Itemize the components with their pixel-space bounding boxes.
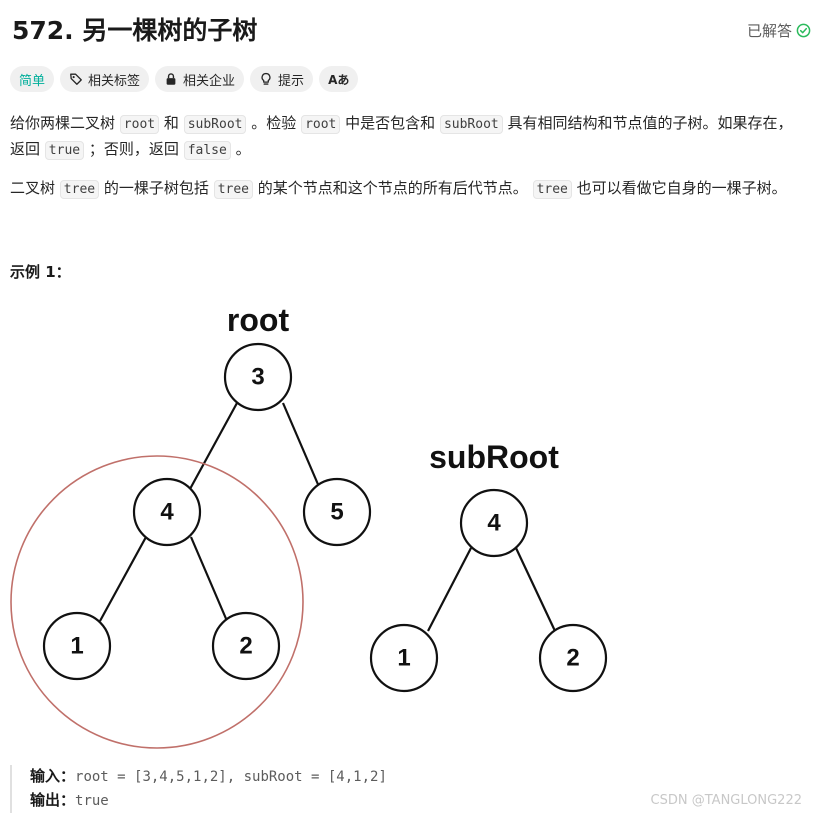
check-circle-icon: [796, 23, 811, 38]
tree-node: [538, 623, 608, 693]
root-tree-label: root: [227, 302, 290, 338]
code-tree: tree: [532, 180, 572, 199]
lock-icon: [166, 73, 176, 85]
description-paragraph-1: 给你两棵二叉树 root 和 subRoot 。检验 root 中是否包含和 s…: [10, 111, 805, 163]
node-value: 4: [160, 499, 174, 526]
node-value: 4: [487, 510, 501, 537]
output-value: true: [75, 793, 109, 809]
tree-node: [223, 342, 293, 412]
text: 。: [235, 140, 251, 158]
tree-node: [211, 611, 281, 681]
tree-node: [42, 611, 112, 681]
related-tags-label: 相关标签: [88, 73, 141, 89]
code-tree: tree: [59, 180, 100, 199]
related-companies-button[interactable]: 相关企业: [155, 66, 245, 92]
code-subroot: subRoot: [439, 115, 503, 134]
code-subroot: subRoot: [183, 115, 247, 134]
code-true: true: [44, 141, 85, 160]
tree-node: [132, 477, 202, 547]
tree-edge: [189, 536, 229, 622]
code-false: false: [183, 141, 231, 160]
tag-icon: [70, 73, 82, 85]
example-io-block: 输入： root = [3,4,5,1,2], subRoot = [4,1,2…: [10, 765, 387, 813]
example-heading: 示例 1：: [10, 263, 71, 281]
difficulty-label: 简单: [19, 73, 46, 89]
node-value: 1: [397, 645, 410, 672]
node-value: 2: [566, 645, 579, 672]
tree-node: [369, 623, 439, 693]
tree-edge: [427, 547, 472, 632]
input-line: 输入： root = [3,4,5,1,2], subRoot = [4,1,2…: [30, 765, 387, 789]
subroot-tree-label: subRoot: [429, 439, 559, 475]
text: 的一棵子树包括: [103, 179, 209, 197]
text: ；否则，返回: [88, 140, 179, 158]
description-paragraph-2: 二叉树 tree 的一棵子树包括 tree 的某个节点和这个节点的所有后代节点。…: [10, 176, 815, 202]
translate-button[interactable]: Aあ: [319, 66, 359, 92]
tree-node: [302, 477, 372, 547]
text: 给你两棵二叉树: [10, 114, 116, 132]
hint-label: 提示: [278, 73, 305, 89]
code-tree: tree: [213, 180, 253, 199]
input-value: root = [3,4,5,1,2], subRoot = [4,1,2]: [75, 769, 387, 785]
related-companies-label: 相关企业: [183, 73, 236, 89]
node-value: 2: [239, 633, 252, 660]
tree-edge: [515, 547, 556, 632]
translate-icon: Aあ: [328, 72, 350, 87]
output-line: 输出： true: [30, 789, 387, 813]
text: 。检验: [251, 114, 297, 132]
problem-title: 572. 另一棵树的子树: [12, 16, 258, 45]
tag-bar: 简单 相关标签 相关企业 提示 Aあ: [10, 66, 359, 92]
tree-node: [459, 488, 529, 558]
node-value: 1: [70, 633, 83, 660]
subtree-highlight-circle: [10, 455, 304, 749]
code-root: root: [301, 115, 341, 134]
output-label: 输出：: [30, 791, 76, 809]
input-label: 输入：: [30, 767, 76, 785]
text: 也可以看做它自身的一棵子树。: [576, 179, 787, 197]
text: 和: [163, 114, 179, 132]
solved-label: 已解答: [746, 22, 792, 40]
text: 中是否包含和: [345, 114, 436, 132]
tree-edge: [99, 536, 147, 622]
code-root: root: [119, 115, 160, 134]
node-value: 5: [330, 499, 343, 526]
hint-button[interactable]: 提示: [250, 66, 314, 92]
related-tags-button[interactable]: 相关标签: [60, 66, 150, 92]
tree-edge: [281, 402, 322, 490]
solved-status: 已解答: [747, 20, 811, 41]
tree-edge: [189, 402, 238, 490]
lightbulb-icon: [261, 72, 271, 85]
watermark: CSDN @TANGLONG222: [650, 793, 802, 808]
difficulty-badge: 简单: [10, 66, 55, 92]
example-tree-diagram: root 3 4 5 1 2 subRoot 4 1 2: [10, 302, 608, 749]
text: 的某个节点和这个节点的所有后代节点。: [257, 179, 528, 197]
text: 二叉树: [10, 179, 56, 197]
node-value: 3: [251, 364, 264, 391]
text: 具有相同结构和节点值的子树。如果存在，返回: [10, 114, 793, 158]
title-row: 572. 另一棵树的子树 已解答: [12, 14, 815, 50]
